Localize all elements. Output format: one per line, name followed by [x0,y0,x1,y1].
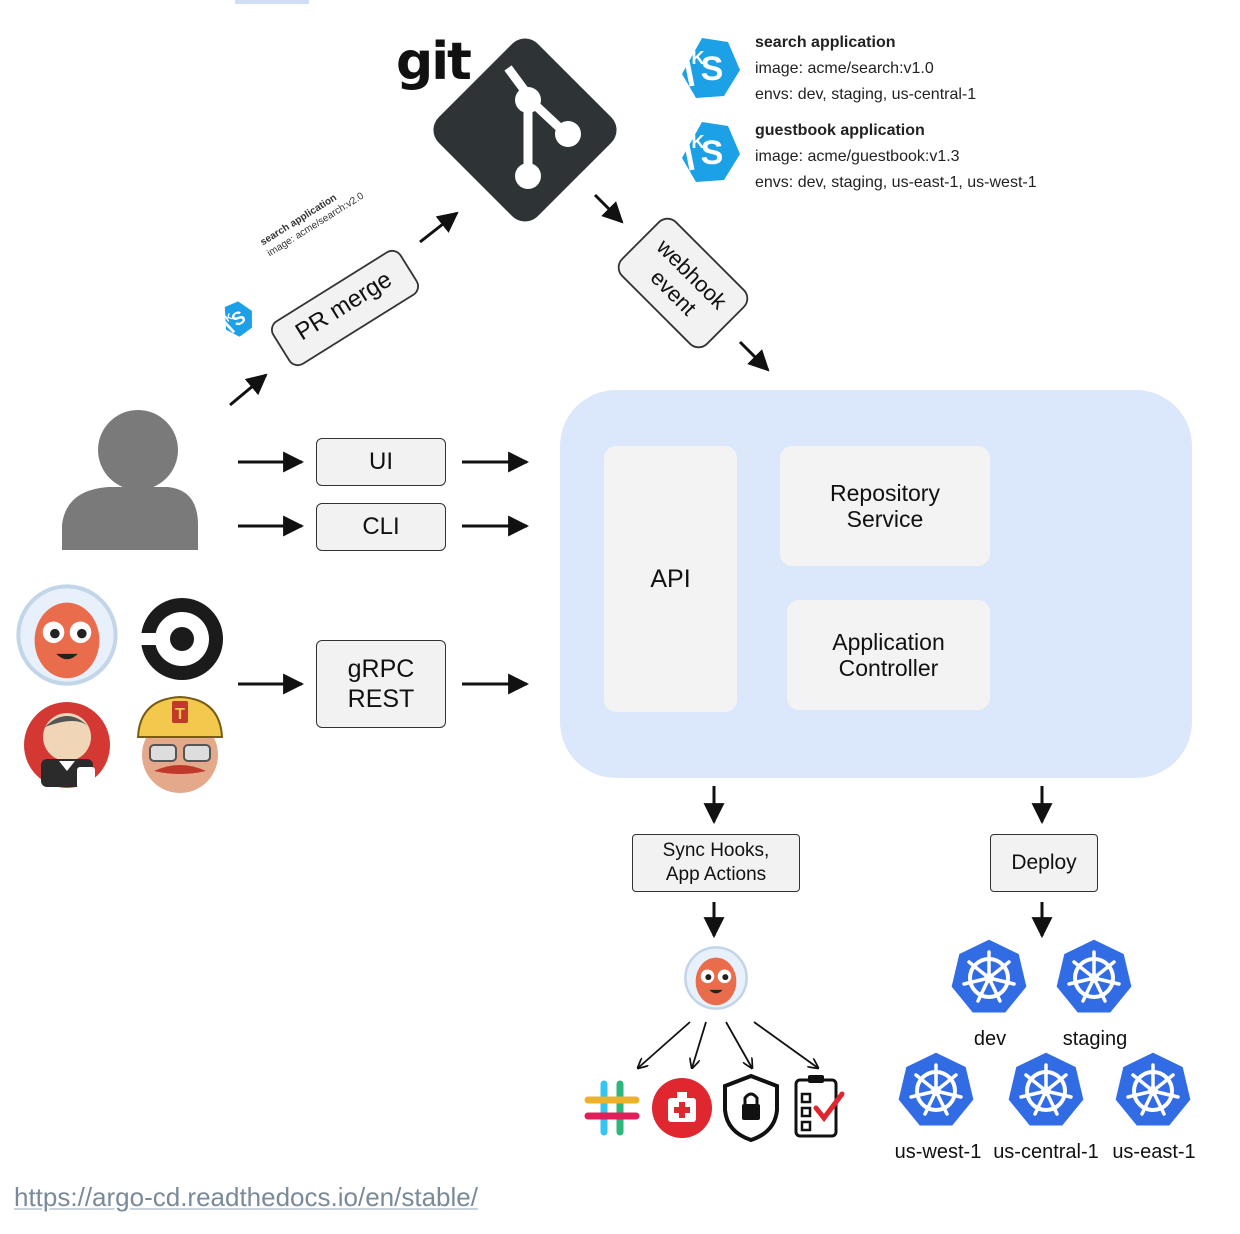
app-title: search application [755,34,896,51]
app-image: image: acme/search:v1.0 [755,60,934,77]
health-cross-icon [652,1078,712,1138]
application-controller-panel: Application Controller [787,600,990,710]
search-app-description: search application image: acme/search:v1… [755,30,976,108]
kubernetes-icon [1112,1049,1194,1129]
env-label-us-west-1: us-west-1 [894,1141,982,1163]
argo-mascot-icon [684,946,748,1010]
kustomize-icon [214,294,262,343]
checklist-icon [794,1075,845,1138]
repo-service-line2: Service [846,506,924,532]
grpc-label: gRPC [347,655,415,683]
kustomize-icon [682,122,740,182]
ui-label: UI [369,448,393,475]
app-image: image: acme/guestbook:v1.3 [755,148,960,165]
api-server-panel: API [604,446,737,712]
user-silhouette-icon [62,410,198,550]
repository-service-panel: Repository Service [780,446,990,566]
slack-icon [584,1080,640,1136]
env-label-dev: dev [973,1028,1007,1050]
argo-mascot-icon [18,586,115,683]
kubernetes-icon [948,936,1030,1016]
webhook-box [617,217,749,349]
kustomize-icon [682,38,740,98]
kubernetes-icon [895,1049,977,1129]
kubernetes-icon [1053,936,1135,1016]
app-controller-line2: Controller [838,655,939,681]
cli-box: CLI [316,503,446,551]
cli-label: CLI [362,513,400,540]
notification-arrows [638,1021,818,1068]
app-envs: envs: dev, staging, us-east-1, us-west-1 [755,174,1037,191]
source-link[interactable]: https://argo-cd.readthedocs.io/en/stable… [14,1182,478,1212]
guestbook-app-description: guestbook application image: acme/guestb… [755,118,1037,196]
sync-hooks-line1: Sync Hooks, [662,840,770,861]
travis-ci-icon: T [136,695,224,793]
env-label-us-central-1: us-central-1 [993,1141,1099,1163]
app-title: guestbook application [755,122,925,139]
deploy-label: Deploy [1011,851,1077,874]
sync-hooks-box: Sync Hooks, App Actions [632,834,800,892]
rest-label: REST [347,685,415,713]
kubernetes-icon [1005,1049,1087,1129]
top-accent-bar [235,0,309,4]
grpc-rest-box: gRPC REST [316,640,446,728]
svg-text:T: T [175,706,185,723]
deploy-box: Deploy [990,834,1098,892]
repo-service-line1: Repository [830,480,940,506]
pr-merge-box [271,249,419,367]
env-label-staging: staging [1062,1028,1128,1050]
ui-box: UI [316,438,446,486]
app-envs: envs: dev, staging, us-central-1 [755,86,977,103]
api-label: API [650,565,691,593]
env-label-us-east-1: us-east-1 [1112,1141,1196,1163]
git-logo-icon [433,38,617,222]
app-controller-line1: Application [832,629,945,655]
sync-hooks-line2: App Actions [665,864,767,885]
shield-lock-icon [723,1073,779,1143]
flow-arrows [229,193,1053,939]
circleci-icon [137,598,223,680]
git-wordmark: git [396,32,472,92]
jenkins-icon [24,702,110,789]
